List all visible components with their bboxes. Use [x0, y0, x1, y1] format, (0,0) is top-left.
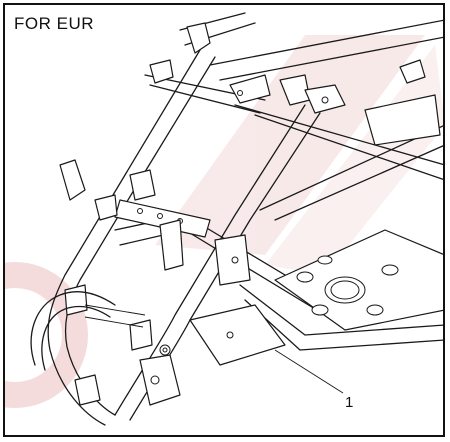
diagram-frame: 1 FOR EUR — [3, 3, 445, 437]
rear-plate — [274, 229, 443, 331]
upper-right-rail — [179, 12, 443, 181]
front-guard — [30, 291, 146, 371]
frame-drawing: 1 — [5, 12, 443, 426]
callout-leader-line — [274, 349, 344, 394]
mounting-brackets — [59, 22, 441, 406]
region-label: FOR EUR — [14, 14, 94, 33]
callout-number: 1 — [345, 394, 353, 411]
